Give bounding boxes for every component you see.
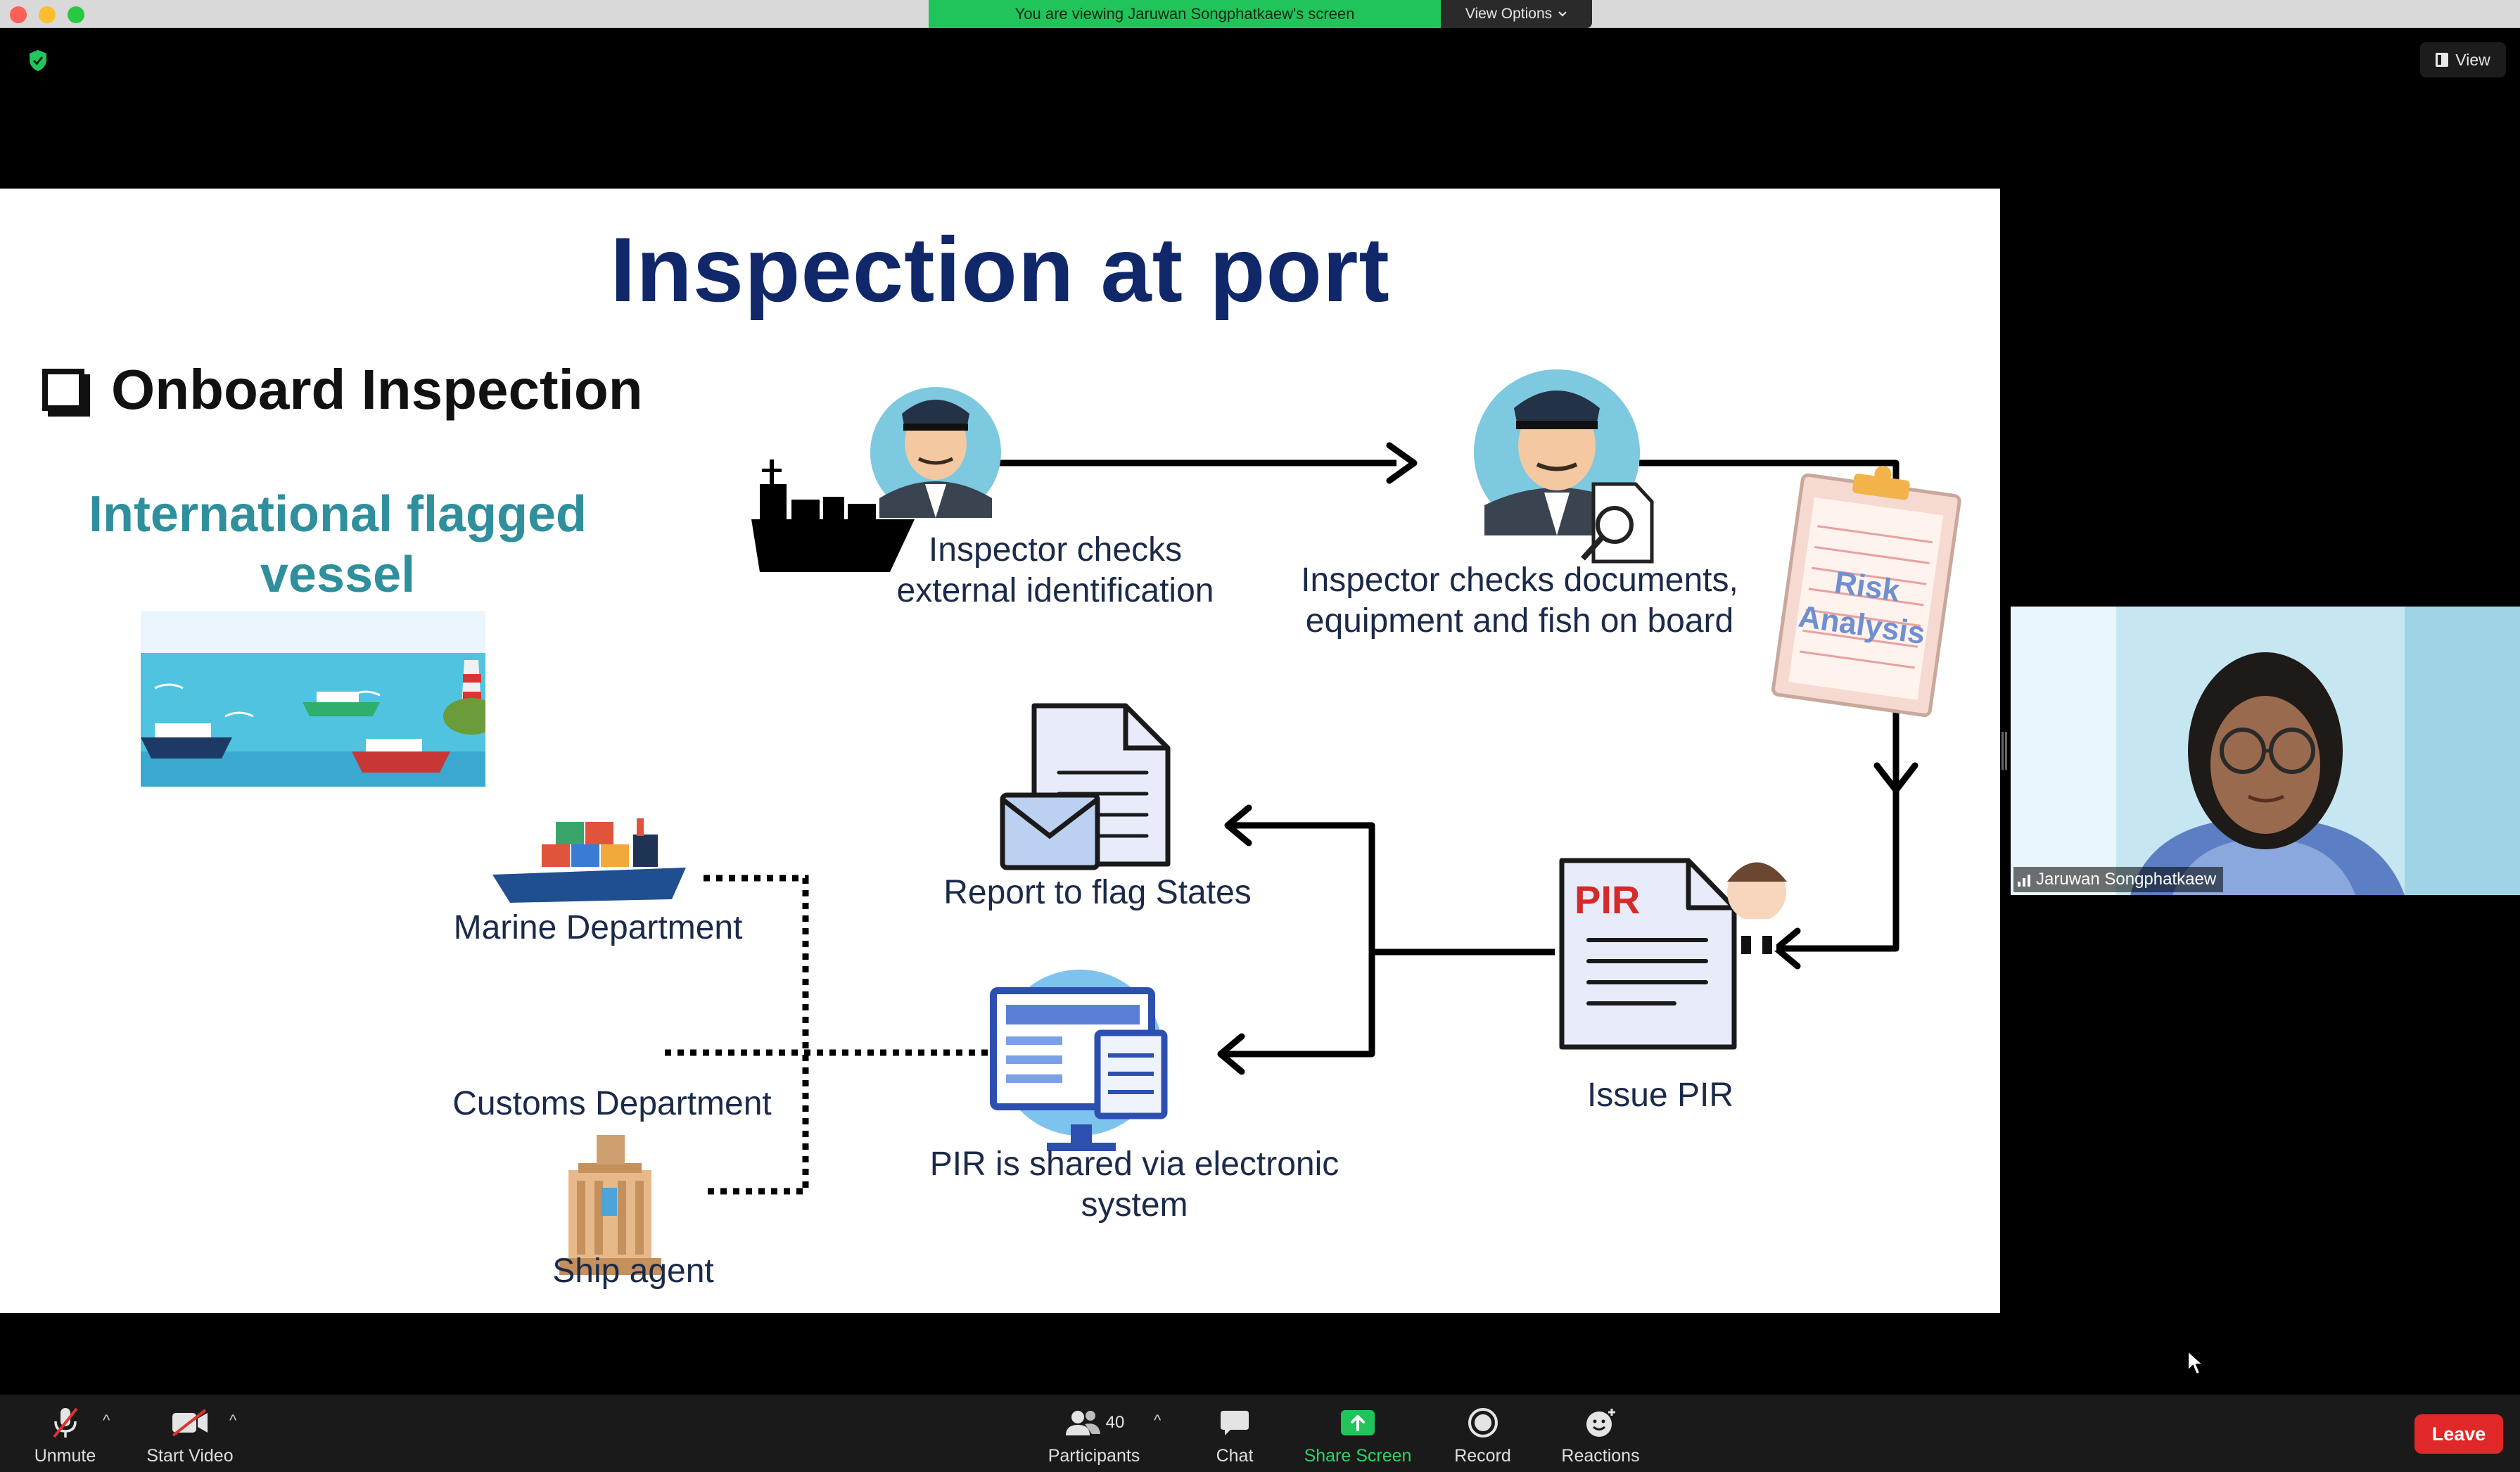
participant-video: [2011, 607, 2520, 895]
record-label: Record: [1454, 1446, 1511, 1466]
window-titlebar: You are viewing Jaruwan Songphatkaew's s…: [0, 0, 2520, 28]
share-screen-label: Share Screen: [1304, 1446, 1412, 1466]
start-video-label: Start Video: [146, 1446, 234, 1466]
maximize-window-button[interactable]: [68, 6, 84, 23]
record-button[interactable]: Record: [1449, 1402, 1516, 1466]
step-check-documents: Inspector checks documents, equipment an…: [1301, 561, 1738, 640]
video-options-caret[interactable]: ^: [229, 1411, 237, 1429]
computer-system-icon: [990, 970, 1168, 1151]
participants-options-caret[interactable]: ^: [1154, 1411, 1162, 1429]
pir-document-shape: PIR: [1559, 858, 1737, 1050]
reactions-button[interactable]: Reactions: [1555, 1402, 1646, 1466]
view-layout-icon: [2436, 53, 2449, 67]
view-button-label: View: [2455, 50, 2490, 69]
record-icon: [1462, 1405, 1504, 1440]
cargo-ship-icon: [492, 818, 686, 903]
inspector-avatar-icon: [870, 387, 1001, 518]
minimize-window-button[interactable]: [39, 6, 56, 23]
view-options-label: View Options: [1465, 6, 1553, 22]
inspection-flow-diagram: Risk Analysis: [492, 369, 1961, 1275]
step-issue-pir: Issue PIR: [1586, 1077, 1734, 1114]
participants-count: 40: [1105, 1413, 1125, 1432]
recipient-ship-agent: Ship agent: [552, 1252, 714, 1290]
smiley-reaction-icon: [1579, 1405, 1622, 1440]
step-external-identification: Inspector checks external identification: [896, 531, 1214, 609]
recipient-marine-department: Marine Department: [453, 909, 743, 946]
participants-button[interactable]: 40 Participants: [1041, 1402, 1147, 1466]
mouse-cursor-icon: [2187, 1350, 2205, 1376]
participant-video-tile[interactable]: Jaruwan Songphatkaew: [2011, 607, 2520, 895]
vessel-title: International flagged vessel: [88, 486, 587, 604]
report-envelope-icon: [1000, 703, 1171, 870]
participants-icon: 40: [1052, 1405, 1136, 1440]
ship-silhouette-icon: [751, 459, 915, 572]
step-report-flag-states: Report to flag States: [943, 874, 1252, 911]
inspector-document-icon: [1474, 369, 1654, 564]
chat-bubble-icon: [1214, 1405, 1256, 1440]
section-heading: Onboard Inspection: [42, 357, 643, 422]
checkbox-bullet-icon: [42, 369, 84, 411]
chat-label: Chat: [1216, 1446, 1254, 1466]
start-video-button[interactable]: Start Video: [141, 1402, 239, 1466]
unmute-label: Unmute: [34, 1446, 96, 1466]
panel-resize-handle[interactable]: [2002, 732, 2007, 770]
customs-building-icon: [559, 1135, 661, 1275]
leave-meeting-button[interactable]: Leave: [2414, 1414, 2503, 1454]
microphone-muted-icon: [44, 1405, 87, 1440]
officer-mascot-icon: [1727, 862, 1787, 954]
chat-button[interactable]: Chat: [1207, 1402, 1263, 1466]
reactions-label: Reactions: [1561, 1446, 1640, 1466]
participant-name: Jaruwan Songphatkaew: [2036, 870, 2217, 889]
share-screen-icon: [1337, 1405, 1379, 1440]
unmute-button[interactable]: Unmute: [28, 1402, 102, 1466]
share-screen-button[interactable]: Share Screen: [1298, 1402, 1418, 1466]
audio-options-caret[interactable]: ^: [103, 1411, 110, 1429]
video-camera-off-icon: [169, 1405, 211, 1440]
view-button[interactable]: View: [2420, 42, 2506, 77]
participants-label: Participants: [1048, 1446, 1140, 1466]
participant-name-tag: Jaruwan Songphatkaew: [2013, 867, 2224, 892]
view-options-button[interactable]: View Options: [1441, 0, 1592, 28]
risk-analysis-clipboard-icon: Risk Analysis: [1771, 465, 1961, 717]
viewing-banner: You are viewing Jaruwan Songphatkaew's s…: [929, 0, 1441, 28]
shared-screen-slide: Inspection at port Onboard Inspection In…: [0, 189, 2000, 1313]
close-window-button[interactable]: [10, 6, 27, 23]
slide-title: Inspection at port: [610, 218, 1390, 321]
meeting-toolbar: [0, 1395, 2520, 1472]
security-shield-icon[interactable]: [28, 49, 48, 72]
signal-strength-icon: [2018, 873, 2030, 887]
step-pir-shared: PIR is shared via electronic system: [929, 1146, 1339, 1224]
section-label: Onboard Inspection: [111, 358, 643, 421]
pir-badge: PIR: [1574, 877, 1640, 922]
recipient-customs-department: Customs Department: [452, 1085, 772, 1122]
chevron-down-icon: [1558, 11, 1567, 17]
harbor-illustration: [141, 611, 485, 787]
